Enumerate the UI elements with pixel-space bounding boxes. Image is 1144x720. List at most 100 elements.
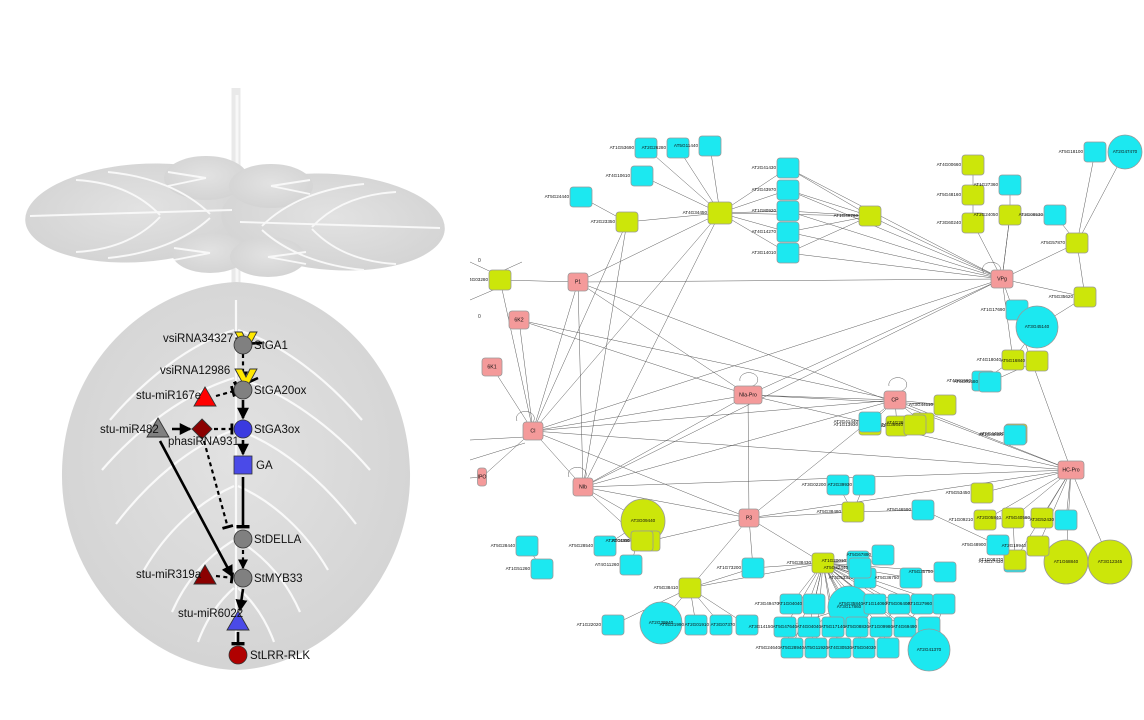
network-node-at5g01580[interactable]: AT5G01580 [954,371,1002,393]
network-node-at2g41370[interactable]: AT2G41370 [907,628,951,672]
network-node-at5g04030[interactable]: AT5G04030 [852,637,900,659]
network-node-at4g11260[interactable]: AT4G11260 [595,554,643,576]
network-node-at2g04450[interactable]: AT2G04450 [606,530,654,552]
leaf-node-shape[interactable] [193,564,217,585]
node-shape[interactable] [826,474,850,496]
node-shape[interactable] [666,137,690,159]
network-node-at1g80920[interactable]: AT1G80920 [752,200,800,222]
leaf-node-shape[interactable] [233,529,253,549]
node-shape[interactable] [998,204,1022,226]
node-shape[interactable] [508,310,530,330]
node-shape[interactable] [776,157,800,179]
network-node-at1g09980[interactable]: AT1G09980 [869,616,917,638]
network-node-at5g53450[interactable]: AT5G53450 [946,482,994,504]
network-viral-node-nia-pro[interactable]: NIa-Pro [733,385,763,405]
node-shape[interactable] [797,616,821,638]
leaf-node-shape[interactable] [146,417,170,438]
leaf-node-shape[interactable] [233,335,253,355]
node-shape[interactable] [911,499,935,521]
node-shape[interactable] [990,269,1014,289]
leaf-node-ga[interactable]: GA [233,455,273,475]
network-node-at2g05840[interactable]: AT2G05840 [977,507,1025,529]
network-node-at3g02200[interactable]: AT3G02200 [802,474,850,496]
network-node-at2g41440[interactable]: AT2G41440 [834,411,882,433]
network-viral-node-vpg[interactable]: VPg [990,269,1014,289]
node-shape[interactable] [619,554,643,576]
leaf-node-shape[interactable] [193,386,217,407]
network-node-at1g09210[interactable]: AT1G09210 [949,509,997,531]
node-shape[interactable] [738,508,760,528]
leaf-node-stmyb33[interactable]: StMYB33 [233,568,303,588]
node-shape[interactable] [1087,539,1133,585]
network-node-at2g47470[interactable]: AT2G47470 [1107,134,1143,170]
leaf-node-shape[interactable] [233,455,253,475]
leaf-node-shape[interactable] [228,645,248,665]
leaf-node-stlrr-rlk[interactable]: StLRR-RLK [228,645,310,665]
node-shape[interactable] [1015,305,1059,349]
network-viral-node-6k1[interactable]: 6K1 [481,357,503,377]
node-shape[interactable] [630,530,654,552]
node-shape[interactable] [858,411,882,433]
leaf-node-shape[interactable] [233,568,253,588]
node-shape[interactable] [852,637,876,659]
leaf-node-stu-mir482[interactable]: stu-miR482 [100,417,170,438]
network-node-at5g32440[interactable]: AT5G32440 [824,557,872,579]
network-viral-node-nib[interactable]: NIb [572,477,594,497]
node-shape[interactable] [1003,549,1027,571]
node-shape[interactable] [869,616,893,638]
network-node-at5g38430[interactable]: AT5G38430 [787,552,835,574]
network-node-at2g39930[interactable]: AT2G39930 [828,474,876,496]
network-node-at1g04040[interactable]: AT1G04040 [778,593,826,615]
network-node-at3g44110[interactable]: AT3G44110 [909,394,957,416]
network-viral-node-p3[interactable]: P3 [738,508,760,528]
leaf-node-stga1[interactable]: StGA1 [233,335,288,355]
network-node-at3g45140[interactable]: AT3G45140 [1015,305,1059,349]
network-node-at5g48900[interactable]: AT5G48900 [962,534,1010,556]
network-node-at1g73200[interactable]: AT1G73200 [717,557,765,579]
leaf-node-stga20ox[interactable]: StGA20ox [233,380,307,400]
network-node-at2g43970[interactable]: AT2G43970 [752,179,800,201]
network-node-at3g14010[interactable]: AT3G14010 [752,242,800,264]
leaf-node-shape[interactable] [226,610,250,631]
network-node-at5g48160[interactable]: AT5G48160 [937,184,985,206]
network-node-at1g14060[interactable]: AT1G14060 [863,593,911,615]
node-shape[interactable] [1107,134,1143,170]
node-shape[interactable] [709,614,733,636]
node-shape[interactable] [684,614,708,636]
network-node-at2g01910[interactable]: AT2G01910 [685,614,733,636]
network-node-at5g18100[interactable]: AT5G18100 [1059,141,1107,163]
node-shape[interactable] [802,593,826,615]
network-node-at5g11440[interactable]: AT5G11440 [674,135,722,157]
network-viral-node-ci[interactable]: CI [522,421,544,441]
network-node-at4g34450[interactable]: AT4G34450 [683,201,733,225]
network-node-at3g14150[interactable]: AT3G14150 [749,616,797,638]
network-node-at2g24050[interactable]: AT2G24050 [974,204,1022,226]
node-shape[interactable] [845,616,869,638]
node-shape[interactable] [733,385,763,405]
node-shape[interactable] [735,614,759,636]
node-shape[interactable] [932,593,956,615]
node-shape[interactable] [804,637,828,659]
node-shape[interactable] [933,394,957,416]
network-viral-node-6k2[interactable]: 6K2 [508,310,530,330]
network-node-at4g36640[interactable]: AT4G36640 [879,414,927,436]
node-shape[interactable] [863,593,887,615]
node-shape[interactable] [776,179,800,201]
node-shape[interactable] [1026,535,1050,557]
node-shape[interactable] [1025,350,1049,372]
node-shape[interactable] [488,269,512,291]
network-node-at2g41430[interactable]: AT2G41430 [752,157,800,179]
leaf-node-shape[interactable] [191,418,213,440]
node-shape[interactable] [707,201,733,225]
node-shape[interactable] [601,614,625,636]
node-shape[interactable] [961,184,985,206]
network-viral-node-ipo[interactable]: IPO [477,467,487,487]
node-shape[interactable] [1001,349,1025,371]
network-viral-node-hc-pro[interactable]: HC-Pro [1057,460,1085,480]
network-node-at4g30530[interactable]: AT4G30530 [828,637,876,659]
leaf-node-stu-mir6022[interactable]: stu-miR6022 [178,608,250,631]
node-shape[interactable] [678,577,702,599]
network-node-at5g47640[interactable]: AT5G47640 [773,616,821,638]
node-shape[interactable] [903,414,927,436]
network-node-at5g24640[interactable]: AT5G24640 [756,637,804,659]
